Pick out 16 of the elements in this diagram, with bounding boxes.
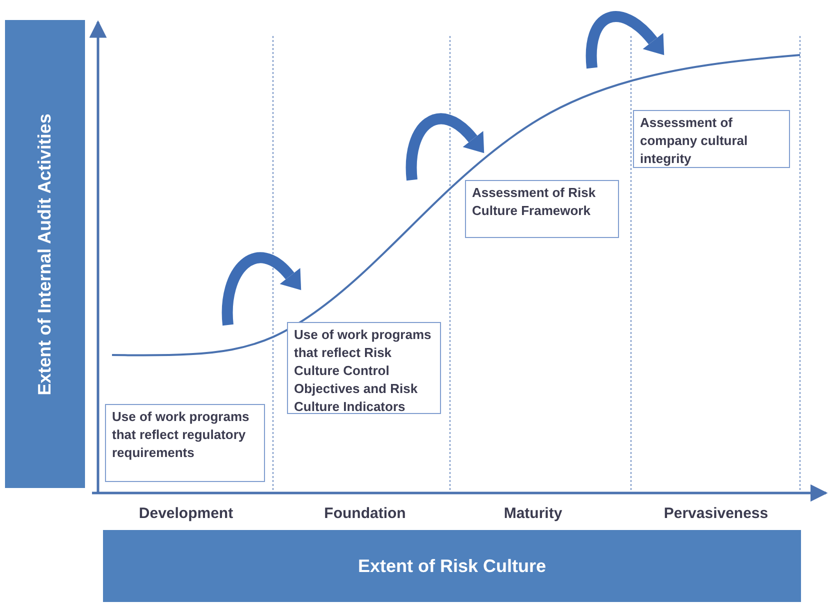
text-box	[465, 180, 619, 238]
axis-title: Extent of Internal Audit Activities	[34, 113, 56, 395]
axis-title: Extent of Risk Culture	[358, 556, 546, 576]
axis-title-band	[103, 530, 801, 602]
stage-label: Foundation	[324, 505, 406, 522]
text-box	[287, 322, 441, 414]
box-text: Assessment of company cultural integrity	[640, 115, 748, 166]
text-box	[633, 110, 790, 168]
stage-label: Development	[138, 505, 234, 522]
box-text: Use of work programs that reflect regulatory requirements	[112, 409, 250, 460]
text-box	[105, 404, 265, 482]
stage-label: Maturity	[504, 505, 562, 522]
box-text: Assessment of Risk Culture Framework	[472, 185, 596, 218]
axis-title-band	[5, 20, 85, 488]
stage-label: Pervasiveness	[664, 505, 768, 522]
box-text: Use of work programs that reflect Risk Culture Control Objectives and Risk Culture Indicators	[294, 327, 432, 414]
